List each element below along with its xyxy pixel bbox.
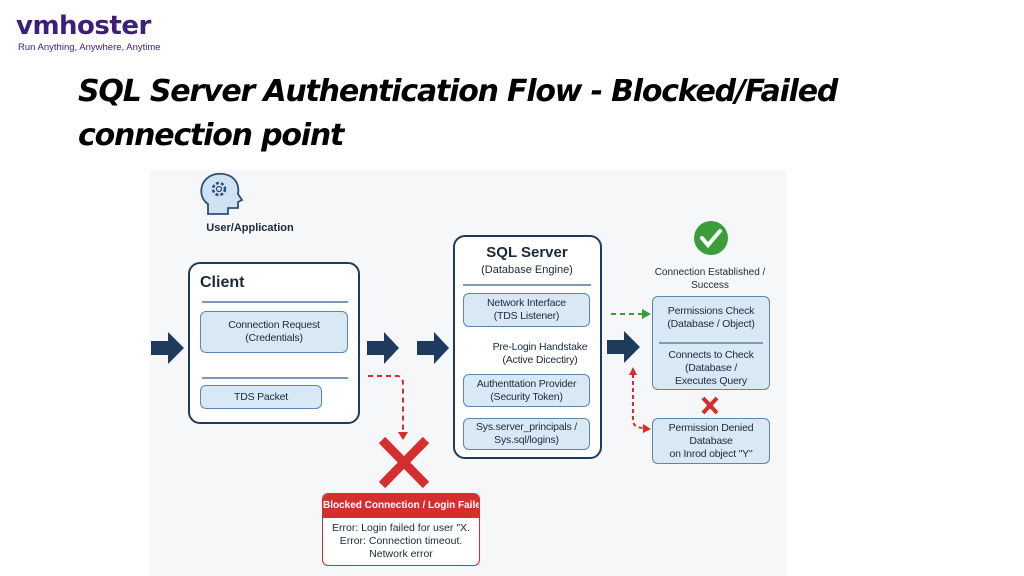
network-interface-box: Network Interface (TDS Listener): [463, 293, 590, 327]
server-principals-label: Sys.server_principals /: [475, 421, 578, 433]
credentials-label: (Credentials): [245, 332, 303, 344]
success-check-icon: [694, 221, 728, 255]
tds-packet-box: TDS Packet: [200, 385, 322, 409]
connection-request-label: Connection Request: [228, 319, 320, 331]
blocked-connection-box: Blocked Connection / Login Failed Error:…: [322, 493, 480, 566]
divider: [659, 342, 763, 344]
divider: [202, 301, 348, 303]
divider: [463, 284, 591, 286]
divider: [202, 377, 348, 379]
denied-object-label: on Inrod object "Y": [669, 447, 753, 460]
denied-database-label: Database: [689, 434, 733, 447]
login-failed-error: Error: Login failed for user "X.: [332, 522, 470, 534]
sql-server-box: SQL Server (Database Engine) Network Int…: [453, 235, 602, 459]
sql-server-title: SQL Server: [486, 244, 568, 261]
network-error: Network error: [369, 548, 433, 560]
database-object-label: (Database / Object): [667, 318, 755, 330]
permission-denied-label: Permission Denied: [668, 421, 754, 434]
denied-x-icon: [701, 396, 719, 415]
arrow-server-out: [607, 331, 640, 363]
success-line: Success: [691, 280, 729, 291]
connection-timeout-error: Error: Connection timeout.: [339, 535, 463, 547]
authentication-provider-box: Authenttation Provider (Security Token): [463, 374, 590, 407]
connection-request-box: Connection Request (Credentials): [200, 311, 348, 353]
sql-logins-label: Sys.sql/logins): [494, 434, 559, 446]
denied-path: [632, 374, 645, 429]
database-label: (Database /: [684, 361, 738, 374]
connection-established-label: Connection Established / Success: [640, 266, 780, 292]
head-gear-icon: [200, 172, 244, 215]
connection-established-line: Connection Established /: [654, 267, 766, 278]
client-box: Client Connection Request (Credentials) …: [188, 262, 360, 424]
arrow-into-server: [417, 332, 449, 364]
tds-packet-label: TDS Packet: [233, 390, 289, 403]
network-interface-label: Network Interface: [487, 297, 566, 309]
security-token-label: (Security Token): [490, 390, 563, 403]
blocked-path: [368, 375, 404, 432]
blocked-connection-header: Blocked Connection / Login Failed: [323, 494, 479, 518]
page-title: SQL Server Authentication Flow - Blocked…: [78, 74, 838, 153]
tds-listener-label: (TDS Listener): [493, 310, 560, 322]
arrow-into-client: [151, 332, 184, 364]
active-directory-label: (Active Dicectiry): [502, 354, 578, 366]
client-title: Client: [200, 274, 245, 291]
permission-denied-box: Permission Denied Database on Inrod obje…: [652, 418, 770, 464]
permissions-check-box: Permissions Check (Database / Object) Co…: [652, 296, 770, 390]
sys-logins-box: Sys.server_principals / Sys.sql/logins): [463, 418, 590, 450]
pre-login-label: Pre-Login Handstake: [492, 341, 588, 353]
logo-tagline: Run Anything, Anywhere, Anytime: [18, 42, 161, 53]
blocked-x-icon: [378, 436, 430, 489]
executes-query-label: Executes Query: [675, 374, 747, 387]
user-application-label: User/Application: [206, 222, 294, 234]
vmhoster-logo: vmhoster: [16, 11, 151, 41]
authentication-provider-label: Authenttation Provider: [476, 377, 577, 390]
pre-login-handshake: Pre-Login Handstake (Active Dicectiry): [481, 341, 599, 367]
connects-to-check-label: Connects to Check: [668, 348, 754, 361]
arrow-client-out: [367, 332, 399, 364]
sql-server-subtitle: (Database Engine): [481, 264, 573, 276]
permissions-check-label: Permissions Check: [667, 305, 755, 317]
